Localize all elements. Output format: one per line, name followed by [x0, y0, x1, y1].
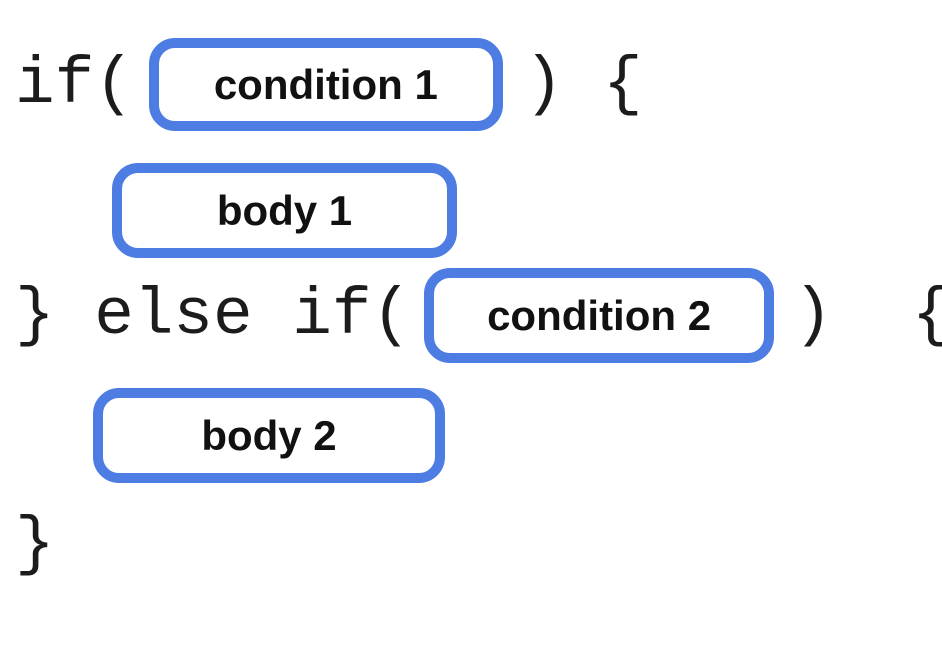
- code-token-close-paren-open-brace: ) {: [523, 46, 643, 122]
- condition-2-slot[interactable]: condition 2: [424, 268, 775, 363]
- code-line-if: if( condition 1 ) {: [15, 38, 643, 131]
- body-2-slot[interactable]: body 2: [93, 388, 445, 483]
- code-line-body-1: body 1: [112, 163, 457, 258]
- body-1-label: body 1: [216, 186, 353, 234]
- code-token-close-paren-open-brace-2: ) {: [793, 277, 942, 353]
- code-line-body-2: body 2: [93, 388, 445, 483]
- condition-1-label: condition 1: [213, 60, 438, 108]
- body-1-slot[interactable]: body 1: [112, 163, 457, 258]
- code-token-else-if-open-paren: } else if(: [15, 277, 412, 353]
- body-2-label: body 2: [201, 411, 337, 459]
- code-token-close-brace: }: [15, 507, 55, 582]
- condition-1-slot[interactable]: condition 1: [148, 38, 503, 131]
- code-token-if-open-paren: if(: [15, 46, 134, 122]
- code-line-else-if: } else if( condition 2 ) {: [15, 268, 942, 363]
- code-line-closing-brace: }: [15, 512, 55, 578]
- condition-2-label: condition 2: [487, 291, 712, 339]
